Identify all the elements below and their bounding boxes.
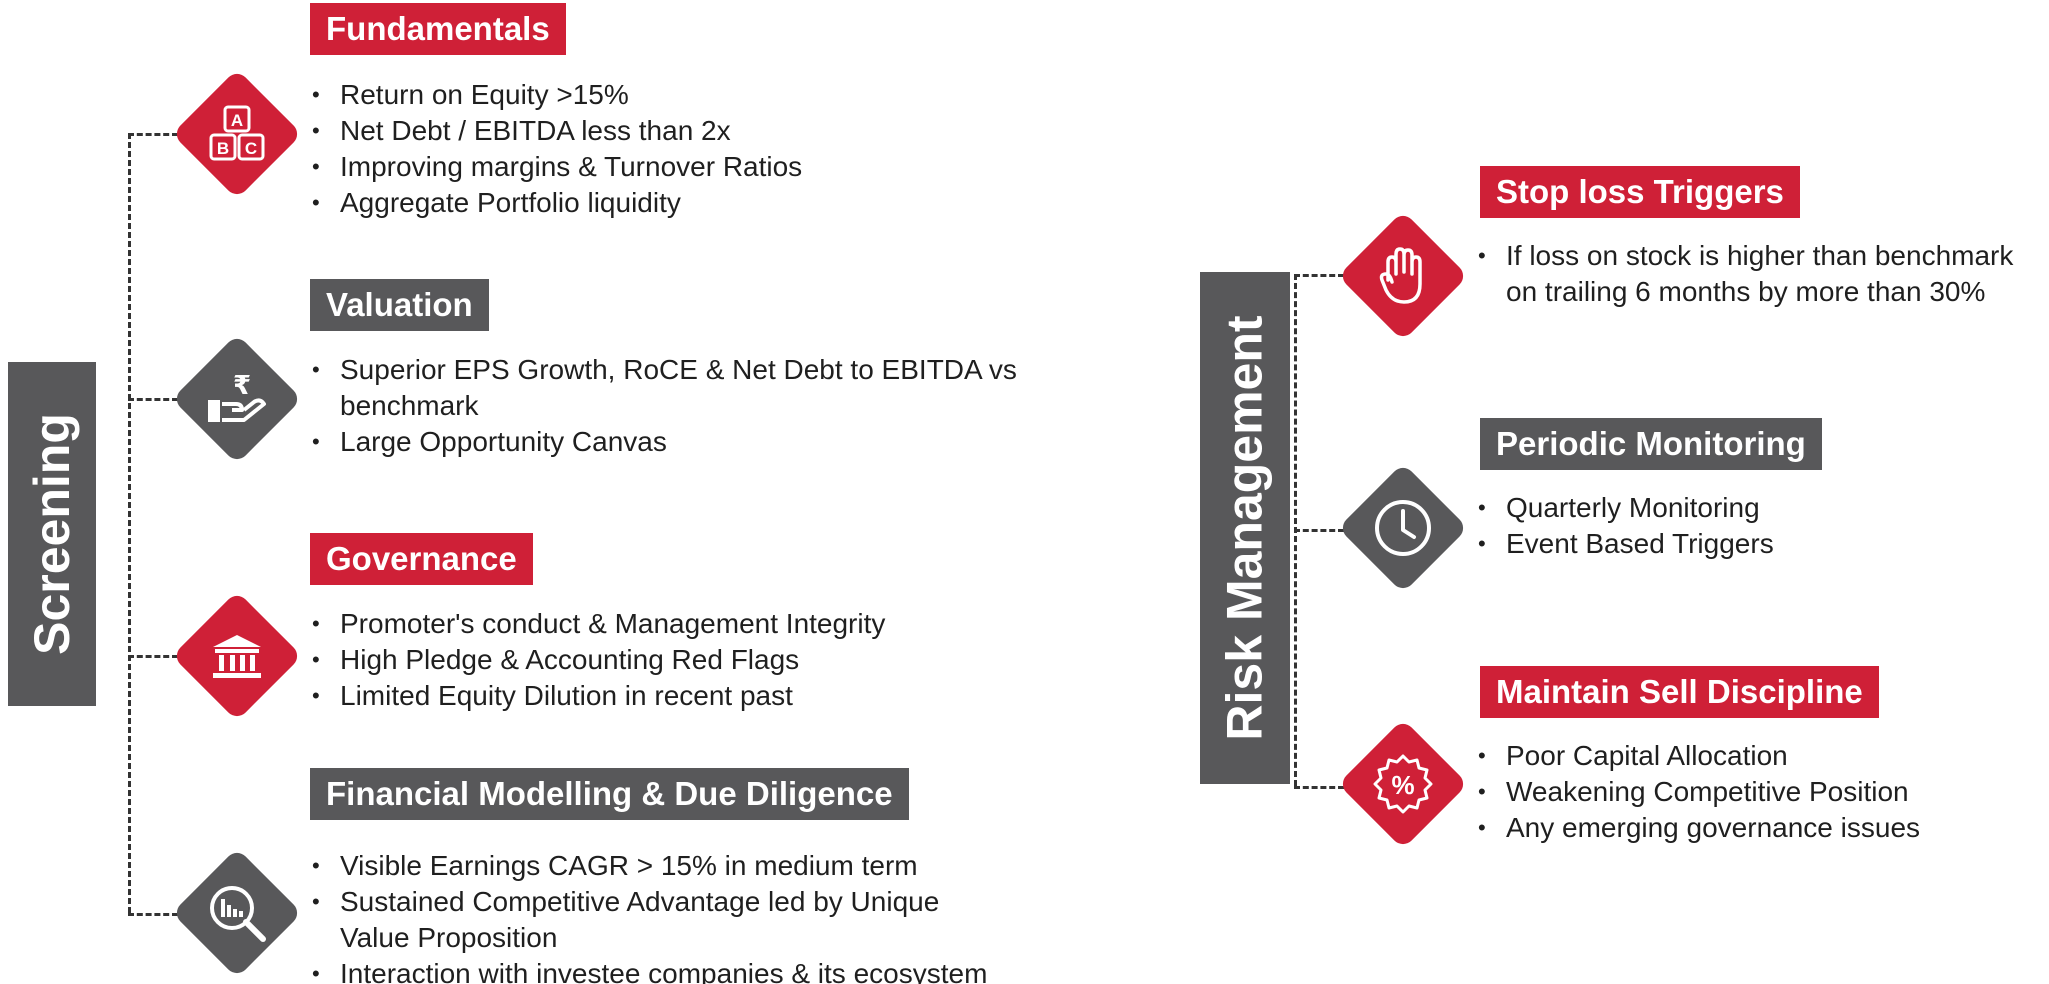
tag-sell-discipline: Maintain Sell Discipline — [1480, 666, 1879, 718]
screening-label: Screening — [24, 413, 80, 655]
risk-connector-monitoring — [1294, 529, 1344, 532]
clock-icon — [1338, 463, 1468, 593]
tag-stop-loss: Stop loss Triggers — [1480, 166, 1800, 218]
svg-text:A: A — [231, 111, 243, 130]
chart-magnifier-icon — [172, 848, 302, 978]
tag-financial-modelling: Financial Modelling & Due Diligence — [310, 768, 909, 820]
tag-sell-discipline-label: Maintain Sell Discipline — [1496, 673, 1863, 710]
tag-valuation-label: Valuation — [326, 286, 473, 323]
stop-loss-bullets: If loss on stock is higher than benchmar… — [1476, 238, 2016, 310]
list-item: Poor Capital Allocation — [1476, 738, 2016, 774]
list-item: Sustained Competitive Advantage led by U… — [310, 884, 990, 956]
financial-modelling-bullets: Visible Earnings CAGR > 15% in medium te… — [310, 848, 1030, 984]
stop-hand-icon — [1338, 211, 1468, 341]
risk-management-label: Risk Management — [1217, 315, 1273, 741]
tag-periodic-monitoring-label: Periodic Monitoring — [1496, 425, 1806, 462]
list-item: Return on Equity >15% — [310, 77, 1010, 113]
rupee-hand-icon: ₹ — [172, 334, 302, 464]
list-item: Interaction with investee companies & it… — [310, 956, 1030, 984]
risk-connector-sell — [1294, 786, 1344, 789]
tag-periodic-monitoring: Periodic Monitoring — [1480, 418, 1822, 470]
abc-blocks-icon: A B C — [172, 69, 302, 199]
list-item: Improving margins & Turnover Ratios — [310, 149, 1010, 185]
tag-fundamentals-label: Fundamentals — [326, 10, 550, 47]
tag-valuation: Valuation — [310, 279, 489, 331]
bank-building-icon — [172, 591, 302, 721]
screening-connector-fundamentals — [128, 133, 178, 136]
list-item: Large Opportunity Canvas — [310, 424, 1030, 460]
list-item: Any emerging governance issues — [1476, 810, 2016, 846]
tag-governance: Governance — [310, 533, 533, 585]
svg-text:₹: ₹ — [233, 371, 251, 401]
svg-text:%: % — [1391, 770, 1414, 800]
list-item: Event Based Triggers — [1476, 526, 2016, 562]
tag-governance-label: Governance — [326, 540, 517, 577]
screening-connector-valuation — [128, 398, 178, 401]
list-item: If loss on stock is higher than benchmar… — [1476, 238, 2016, 310]
list-item: Promoter's conduct & Management Integrit… — [310, 606, 1010, 642]
list-item: Aggregate Portfolio liquidity — [310, 185, 1010, 221]
risk-connector-stoploss — [1294, 274, 1344, 277]
list-item: Superior EPS Growth, RoCE & Net Debt to … — [310, 352, 1030, 424]
list-item: Net Debt / EBITDA less than 2x — [310, 113, 1010, 149]
screening-connector-modelling — [128, 913, 178, 916]
governance-bullets: Promoter's conduct & Management Integrit… — [310, 606, 1010, 714]
sell-discipline-bullets: Poor Capital Allocation Weakening Compet… — [1476, 738, 2016, 846]
tag-fundamentals: Fundamentals — [310, 3, 566, 55]
screening-label-bar: Screening — [8, 362, 96, 706]
list-item: Visible Earnings CAGR > 15% in medium te… — [310, 848, 1030, 884]
list-item: High Pledge & Accounting Red Flags — [310, 642, 1010, 678]
tag-stop-loss-label: Stop loss Triggers — [1496, 173, 1784, 210]
tag-financial-modelling-label: Financial Modelling & Due Diligence — [326, 775, 893, 812]
screening-connector-vertical — [128, 133, 131, 913]
screening-connector-governance — [128, 655, 178, 658]
list-item: Weakening Competitive Position — [1476, 774, 2016, 810]
risk-management-label-bar: Risk Management — [1200, 272, 1290, 784]
fundamentals-bullets: Return on Equity >15% Net Debt / EBITDA … — [310, 77, 1010, 221]
list-item: Limited Equity Dilution in recent past — [310, 678, 1010, 714]
list-item: Quarterly Monitoring — [1476, 490, 2016, 526]
periodic-monitoring-bullets: Quarterly Monitoring Event Based Trigger… — [1476, 490, 2016, 562]
svg-text:C: C — [245, 139, 257, 158]
svg-text:B: B — [217, 139, 229, 158]
percent-badge-icon: % — [1338, 719, 1468, 849]
valuation-bullets: Superior EPS Growth, RoCE & Net Debt to … — [310, 352, 1030, 460]
